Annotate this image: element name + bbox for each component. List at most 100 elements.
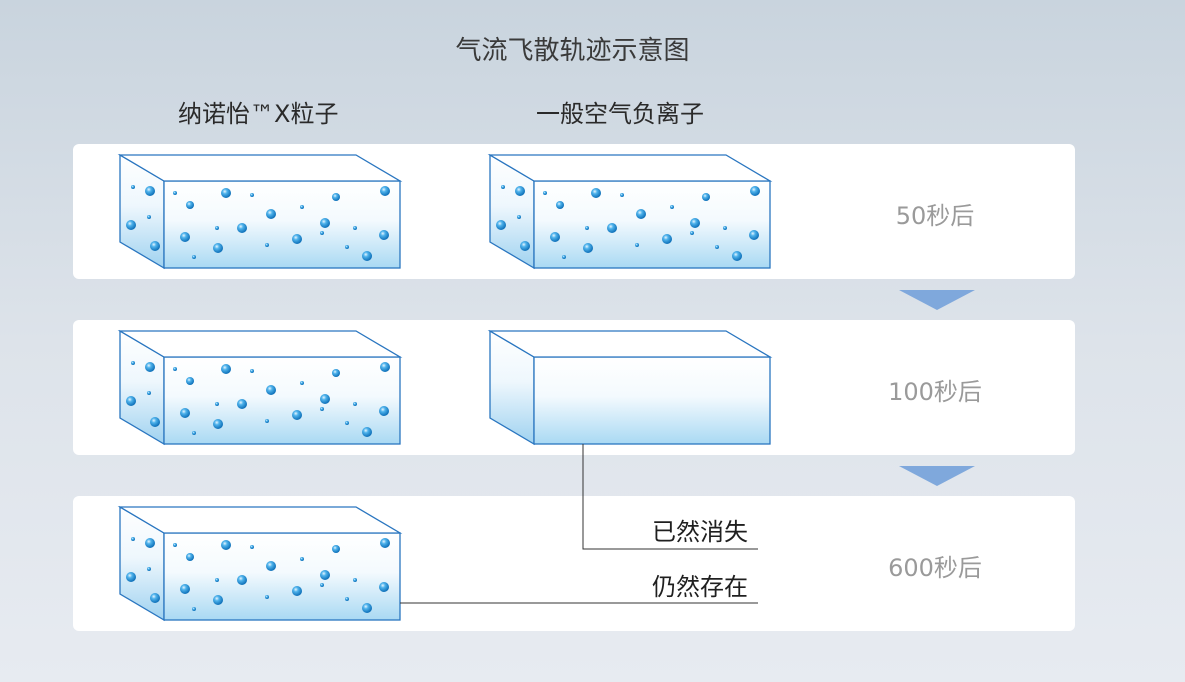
particle-dot [192, 607, 196, 611]
particle-dot [147, 391, 151, 395]
particle-dot [562, 255, 566, 259]
particle-dot [515, 186, 525, 196]
particle-dot [300, 381, 304, 385]
particle-dot [213, 595, 223, 605]
particle-dot [320, 218, 330, 228]
particle-dot [379, 582, 389, 592]
particle-dot [126, 572, 136, 582]
particle-dot [147, 567, 151, 571]
particle-dot [221, 364, 231, 374]
down-arrow-icon [899, 290, 975, 310]
box-top-face [487, 330, 773, 358]
particle-dot [186, 377, 194, 385]
particle-dot [690, 231, 694, 235]
particle-dot [173, 367, 177, 371]
particle-dot [362, 603, 372, 613]
time-label-50s: 50秒后 [895, 202, 975, 230]
particle-dot [250, 369, 254, 373]
particle-dot [543, 191, 547, 195]
box-front-face [163, 180, 401, 269]
particle-dot [126, 396, 136, 406]
annotation-remains: 仍然存在 [652, 573, 748, 601]
particle-dot [180, 232, 190, 242]
particle-dot [237, 223, 247, 233]
particle-dot [292, 410, 302, 420]
particle-dot [380, 538, 390, 548]
box-top-face [487, 154, 773, 182]
box-front-face [163, 356, 401, 445]
particle-dot [591, 188, 601, 198]
particle-dot [332, 545, 340, 553]
particle-dot [496, 220, 506, 230]
box-front-face [533, 356, 771, 445]
particle-dot [131, 361, 135, 365]
particle-dot [345, 421, 349, 425]
particle-dot [173, 543, 177, 547]
particle-dot [266, 385, 276, 395]
particle-dot [501, 185, 505, 189]
particle-dot [517, 215, 521, 219]
particle-dot [173, 191, 177, 195]
particle-dot [550, 232, 560, 242]
particle-dot [353, 578, 357, 582]
particle-dot [192, 255, 196, 259]
particle-dot [265, 243, 269, 247]
annotation-gone: 已然消失 [652, 518, 748, 546]
connector-line-gone [582, 444, 758, 550]
down-arrow-icon [899, 466, 975, 486]
time-label-600s: 600秒后 [888, 554, 982, 582]
particle-dot [292, 234, 302, 244]
particle-dot [145, 186, 155, 196]
box-nanoe-600s [117, 505, 403, 622]
particle-dot [145, 362, 155, 372]
particle-dot [265, 595, 269, 599]
particle-dot [145, 538, 155, 548]
particle-dot [237, 399, 247, 409]
particle-dot [362, 251, 372, 261]
particle-dot [265, 419, 269, 423]
particle-dot [131, 537, 135, 541]
particle-dot [345, 597, 349, 601]
particle-dot [192, 431, 196, 435]
particle-dot [353, 402, 357, 406]
particle-dot [320, 394, 330, 404]
particle-dot [362, 427, 372, 437]
box-top-face [117, 154, 403, 182]
particle-dot [186, 201, 194, 209]
particle-dot [320, 583, 324, 587]
connector-lines [400, 444, 758, 604]
particle-dot [662, 234, 672, 244]
box-nanoe-50s [117, 153, 403, 270]
particle-dot [585, 226, 589, 230]
particle-dot [150, 593, 160, 603]
particle-dot [221, 540, 231, 550]
box-front-face [533, 180, 771, 269]
column-header-ordinary-ions: 一般空气负离子 [536, 100, 704, 128]
particle-dot [320, 231, 324, 235]
particle-dot [636, 209, 646, 219]
particle-dot [250, 545, 254, 549]
particle-dot [300, 205, 304, 209]
particle-dot [732, 251, 742, 261]
particle-dot [213, 243, 223, 253]
particle-dot [215, 226, 219, 230]
particle-dot [520, 241, 530, 251]
time-label-100s: 100秒后 [888, 378, 982, 406]
particle-dot [186, 553, 194, 561]
particle-dot [150, 417, 160, 427]
particle-dot [353, 226, 357, 230]
particle-dot [215, 578, 219, 582]
particle-dot [131, 185, 135, 189]
particle-dot [221, 188, 231, 198]
particle-dot [690, 218, 700, 228]
box-ions-50s [487, 153, 773, 270]
particle-dot [213, 419, 223, 429]
diagram-title: 气流飞散轨迹示意图 [455, 36, 690, 66]
particle-dot [150, 241, 160, 251]
particle-dot [250, 193, 254, 197]
particle-dot [379, 406, 389, 416]
particle-dot [300, 557, 304, 561]
particle-dot [583, 243, 593, 253]
particle-dot [635, 243, 639, 247]
